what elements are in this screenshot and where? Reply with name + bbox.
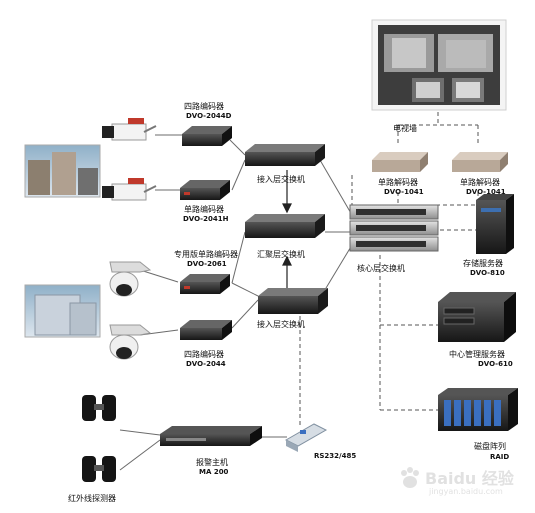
ir-detector-bottom (82, 456, 116, 482)
dome-camera-bottom (109, 324, 152, 360)
encoder-1ch (180, 180, 230, 200)
tv-wall-label: 电视墙 (393, 124, 417, 133)
storage-server-label: 存储服务器 (463, 259, 503, 268)
ir-detector-label: 红外线探测器 (68, 494, 116, 503)
storage-server-code: DVO-810 (470, 269, 505, 277)
encoder1-label: 单路编码器 (184, 205, 224, 214)
raid-code: RAID (490, 453, 510, 461)
encoder4-bottom-code: DVO-2044 (186, 360, 226, 368)
core-switch-label: 核心层交换机 (357, 264, 405, 273)
encoder-4ch-bottom (180, 320, 232, 340)
box-camera-top (102, 118, 157, 141)
access-switch-top (245, 144, 325, 166)
rs-converter-label: RS232/485 (314, 452, 357, 460)
encoder-4ch-top (182, 126, 232, 146)
alarm-host (160, 426, 262, 446)
raid-array (438, 388, 518, 431)
watermark-url: jingyan.baidu.com (429, 487, 503, 496)
central-server-label: 中心管理服务器 (449, 350, 505, 359)
decoder-left-code: DVO-1041 (384, 188, 424, 196)
dome-camera-top (109, 261, 152, 297)
decoder-right (452, 152, 508, 172)
central-server (438, 292, 516, 342)
core-switch (349, 204, 439, 252)
encoder-special-label: 专用版单路编码器 (174, 250, 238, 259)
encoder4-top-label: 四路编码器 (184, 102, 224, 111)
decoder-right-label: 单路解码器 (460, 178, 500, 187)
building-photo (24, 284, 101, 338)
access-switch-top-label: 接入层交换机 (257, 175, 305, 184)
raid-label: 磁盘阵列 (474, 442, 506, 451)
arrows (282, 170, 292, 288)
central-server-code: DVO-610 (478, 360, 513, 368)
watermark: Baidu 经验 jingyan.baidu.com (395, 463, 525, 503)
street-photo (24, 144, 101, 198)
access-switch-bottom-label: 接入层交换机 (257, 320, 305, 329)
encoder-special-code: DVO-2061 (187, 260, 227, 268)
decoder-right-code: DVO-1041 (466, 188, 506, 196)
rs-converter (284, 423, 328, 452)
paw-logo-icon (401, 467, 419, 488)
alarm-host-code: MA 200 (199, 468, 229, 476)
dashed-links (299, 112, 479, 425)
aggregation-switch-label: 汇聚层交换机 (257, 250, 305, 259)
ir-detector-top (82, 395, 116, 421)
box-camera-bottom (102, 178, 157, 201)
encoder-special (180, 274, 230, 294)
decoder-left (372, 152, 428, 172)
access-switch-bottom (258, 288, 328, 314)
encoder4-top-code: DVO-2044D (186, 112, 232, 120)
encoder1-code: DVO-2041H (183, 215, 229, 223)
watermark-brand: Baidu 经验 (425, 469, 514, 488)
encoder4-bottom-label: 四路编码器 (184, 350, 224, 359)
storage-server (476, 194, 514, 254)
aggregation-switch (245, 214, 325, 238)
tv-wall (371, 19, 507, 111)
decoder-left-label: 单路解码器 (378, 178, 418, 187)
alarm-host-label: 报警主机 (196, 458, 228, 467)
